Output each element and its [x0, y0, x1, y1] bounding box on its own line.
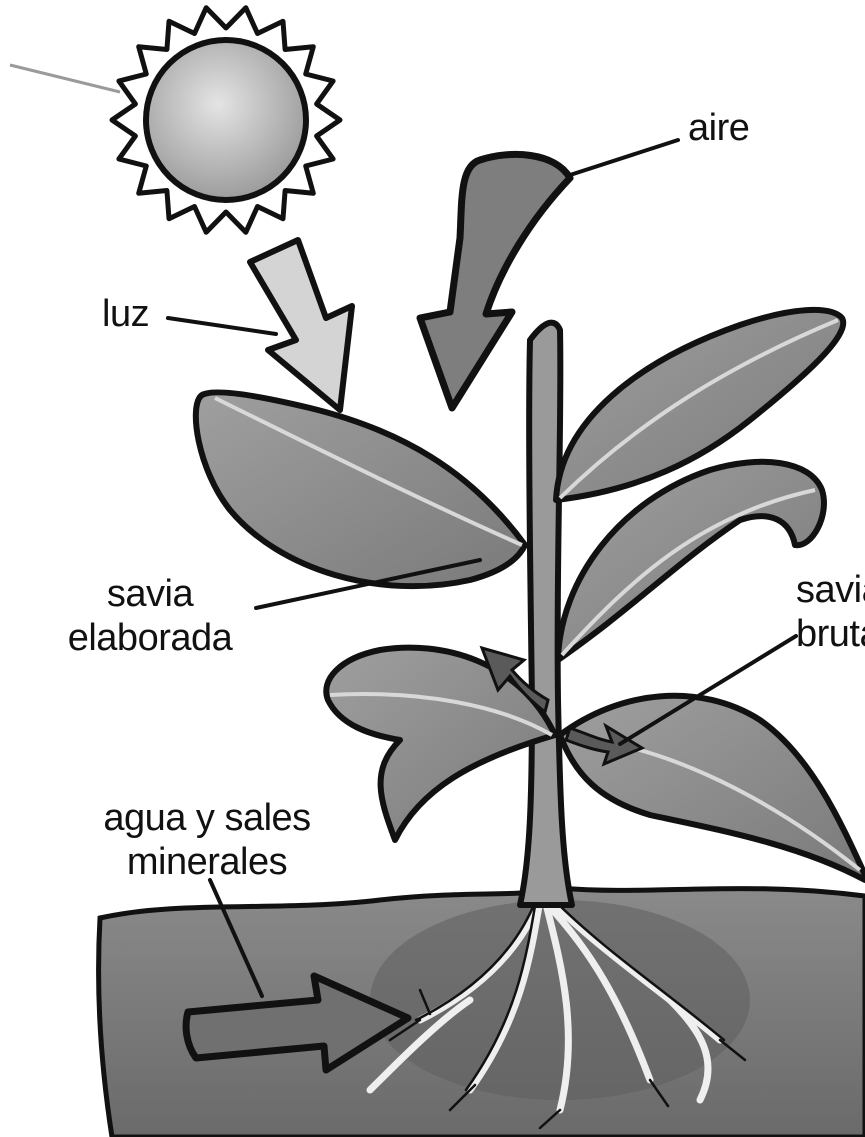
label-luz: luz — [102, 292, 149, 336]
leader-line-aire — [570, 140, 678, 175]
root-shadow — [370, 900, 750, 1100]
label-aire-text: aire — [688, 107, 749, 149]
label-agua-line1: agua y sales — [72, 796, 342, 840]
label-agua-line2: minerales — [72, 840, 342, 884]
sun-icon — [112, 8, 340, 233]
leaf-left-lower — [326, 648, 555, 840]
label-savia-elaborada: savia elaborada — [30, 572, 270, 660]
label-agua-sales: agua y sales minerales — [72, 796, 342, 884]
label-savia-bruta-line1: savia — [796, 568, 865, 612]
sun-ray-line — [10, 65, 120, 92]
label-aire: aire — [688, 106, 749, 150]
label-savia-elaborada-line2: elaborada — [30, 616, 270, 660]
label-savia-bruta-line2: bruta — [796, 612, 865, 656]
label-savia-elaborada-line1: savia — [30, 572, 270, 616]
leaf-left-upper — [196, 392, 525, 586]
light-arrow — [250, 240, 352, 410]
leader-line-luz — [168, 318, 276, 334]
label-luz-text: luz — [102, 293, 149, 335]
leaf-right-lower — [560, 696, 865, 880]
label-savia-bruta: savia bruta — [796, 568, 865, 656]
